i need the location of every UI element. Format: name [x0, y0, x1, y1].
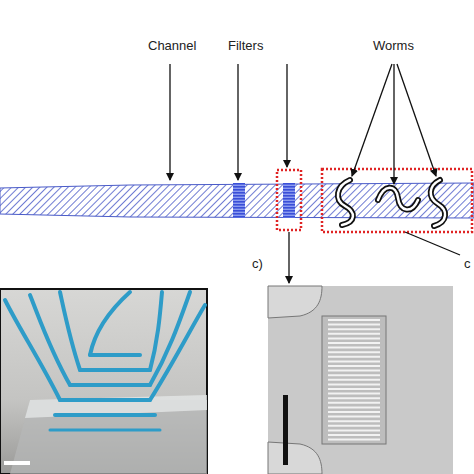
filter-slit [328, 425, 380, 427]
filter-slit [328, 351, 380, 353]
callout-box [277, 170, 301, 230]
filter-slit [328, 324, 380, 326]
worm-symbols [338, 180, 445, 226]
filter-band [233, 183, 245, 218]
filter-slit [328, 429, 380, 431]
filter-slit [328, 328, 380, 330]
device-photo [0, 289, 207, 474]
filter-slit [328, 342, 380, 344]
filter-slit [328, 420, 380, 422]
filter-slit [328, 388, 380, 390]
callout-label: c) [252, 256, 263, 272]
filter-slit [328, 402, 380, 404]
filter-micrograph [268, 286, 453, 474]
filter-slit [328, 393, 380, 395]
filter-band [283, 183, 295, 218]
filter-slit [328, 397, 380, 399]
filter-slit [328, 360, 380, 362]
callout-box [322, 169, 472, 232]
callout-label: Worms [373, 38, 414, 54]
callout-label: c [464, 256, 471, 272]
filter-slit [328, 370, 380, 372]
filter-slit [328, 347, 380, 349]
filter-slit [328, 319, 380, 321]
channel [0, 183, 474, 218]
filter-slit [328, 337, 380, 339]
filter-slit [328, 416, 380, 418]
filter-slit [328, 374, 380, 376]
filter-slit [328, 333, 380, 335]
filter-slit [328, 439, 380, 441]
filter-slit [328, 365, 380, 367]
callout-label: Filters [228, 38, 263, 54]
filter-slit [328, 406, 380, 408]
filter-slit [328, 434, 380, 436]
filter-slit [328, 379, 380, 381]
callout-label: Channel [148, 38, 196, 54]
filter-slit [328, 411, 380, 413]
leader-arrows [170, 64, 460, 283]
filter-slit [328, 383, 380, 385]
filter-slit [328, 356, 380, 358]
